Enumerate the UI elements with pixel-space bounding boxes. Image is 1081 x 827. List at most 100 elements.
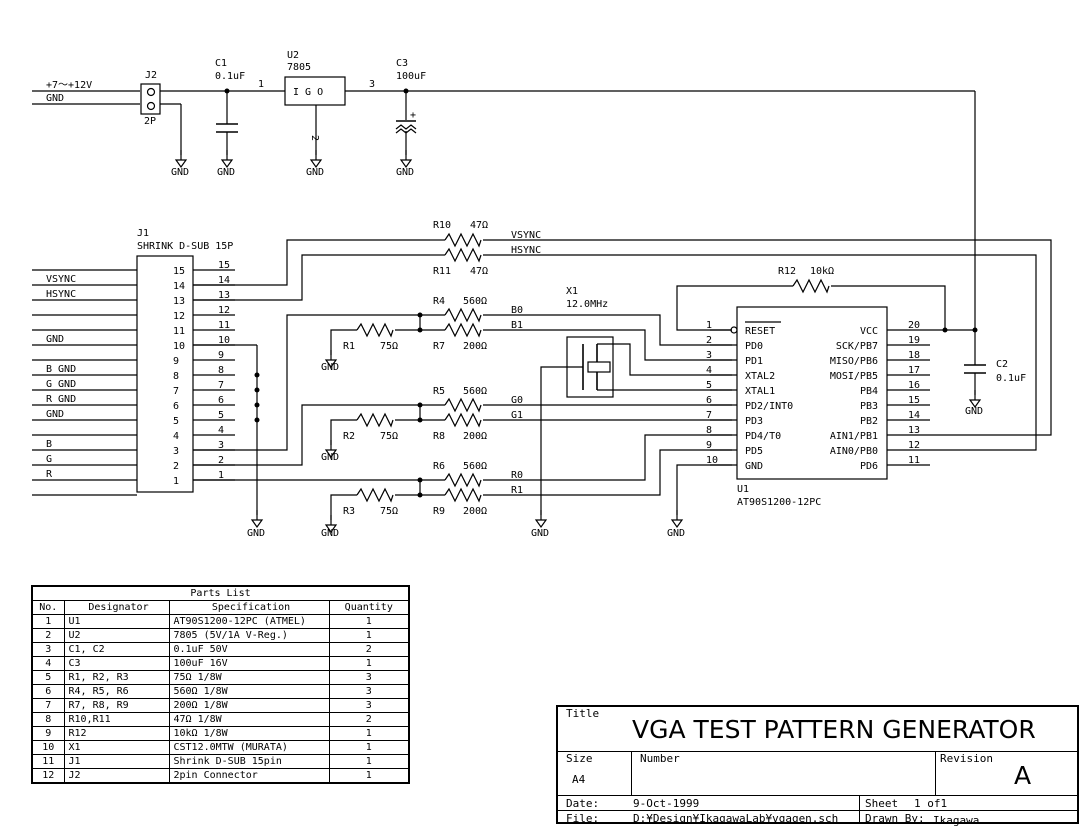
svg-text:75Ω: 75Ω [380, 506, 398, 517]
svg-text:GND: GND [667, 528, 685, 539]
svg-text:200Ω: 200Ω [463, 341, 487, 352]
u1-pin-name: PD5 [745, 446, 763, 457]
svg-text:C3: C3 [396, 58, 408, 69]
j1-connector: J1 SHRINK D-SUB 15P 15151414131312121111… [136, 228, 235, 493]
svg-text:47Ω: 47Ω [470, 220, 488, 231]
revision-label: Revision [940, 752, 993, 765]
title-block: Title VGA TEST PATTERN GENERATOR Size A4… [556, 705, 1079, 827]
j1-pin-number: 2 [173, 461, 179, 472]
u1-pin-name: XTAL2 [745, 371, 775, 382]
svg-text:560Ω: 560Ω [463, 296, 487, 307]
svg-text:1: 1 [258, 79, 264, 90]
j1-pin-label: 5 [218, 410, 224, 421]
parts-list-title: Parts List [31, 585, 410, 601]
u1-pin-number: 2 [706, 335, 712, 346]
parts-list-cell: U1 [63, 614, 170, 629]
j1-pin-number: 10 [173, 341, 185, 352]
drawn-by-label: Drawn By: [865, 812, 925, 825]
u1-pin-name: VCC [860, 326, 878, 337]
parts-list-cell: R10,R11 [63, 712, 170, 727]
parts-list-cell: 2 [328, 712, 410, 727]
svg-text:R3: R3 [343, 506, 355, 517]
j1-signal-label: VSYNC [46, 274, 76, 285]
u1-pin-number: 19 [908, 335, 920, 346]
u1-pin-number: 4 [706, 365, 712, 376]
j1-pin-number: 4 [173, 431, 179, 442]
parts-list-cell: J2 [63, 768, 170, 784]
file-value: D:¥Design¥IkagawaLab¥vgagen.sch [633, 812, 839, 825]
u1-pin-name: PB3 [860, 401, 878, 412]
svg-text:200Ω: 200Ω [463, 506, 487, 517]
svg-text:560Ω: 560Ω [463, 461, 487, 472]
parts-list-cell: 3 [328, 684, 410, 699]
c1-capacitor: C1 0.1uF GND [215, 58, 245, 178]
green-dac: R5 560Ω R8 200Ω R2 75Ω GND G0 G1 [193, 386, 732, 466]
j1-pin-number: 15 [173, 266, 185, 277]
j1-signal-label: B [46, 439, 52, 450]
j1-pin-number: 9 [173, 356, 179, 367]
u1-pin-number: 17 [908, 365, 920, 376]
parts-list-cell: 1 [328, 754, 410, 769]
parts-list-cell: 7805 (5V/1A V-Reg.) [168, 628, 330, 643]
svg-text:U2: U2 [287, 50, 299, 61]
u1-pin-number: 7 [706, 410, 712, 421]
j1-pin-number: 1 [173, 476, 179, 487]
parts-list-cell: R4, R5, R6 [63, 684, 170, 699]
svg-text:G0: G0 [511, 395, 523, 406]
u1-pin-name: PD3 [745, 416, 763, 427]
parts-list-cell: 75Ω 1/8W [168, 670, 330, 685]
svg-text:J1: J1 [137, 228, 149, 239]
j1-signal-label: G [46, 454, 52, 465]
j1-pin-number: 11 [173, 326, 185, 337]
j1-pin-label: 3 [218, 440, 224, 451]
u1-pin-number: 15 [908, 395, 920, 406]
j1-pin-number: 5 [173, 416, 179, 427]
svg-text:GND: GND [321, 528, 339, 539]
parts-list-cell: 100uF 16V [168, 656, 330, 671]
file-label: File: [566, 812, 600, 825]
red-dac: R6 560Ω R9 200Ω R3 75Ω GND R0 R1 [193, 434, 732, 539]
parts-list-header: Designator [63, 600, 170, 615]
parts-list-cell: 1 [31, 614, 65, 629]
svg-text:75Ω: 75Ω [380, 431, 398, 442]
parts-list-cell: 1 [328, 614, 410, 629]
j1-pin-number: 14 [173, 281, 185, 292]
parts-list-header: Quantity [328, 600, 410, 615]
svg-text:+: + [410, 110, 416, 121]
parts-list-cell: X1 [63, 740, 170, 755]
parts-list-cell: 2pin Connector [168, 768, 330, 784]
u1-pin-number: 11 [908, 455, 920, 466]
svg-text:R10: R10 [433, 220, 451, 231]
svg-text:47Ω: 47Ω [470, 266, 488, 277]
date-value: 9-Oct-1999 [633, 797, 700, 810]
drawing-title: VGA TEST PATTERN GENERATOR [632, 715, 1036, 744]
size-label: Size [566, 752, 593, 765]
parts-list-cell: 2 [328, 642, 410, 657]
u1-pin-name: GND [745, 461, 763, 472]
u1-pin-number: 12 [908, 440, 920, 451]
u1-pin-name: PB4 [860, 386, 878, 397]
j1-signal-label: B GND [46, 364, 76, 375]
parts-list-cell: R1, R2, R3 [63, 670, 170, 685]
svg-text:B0: B0 [511, 305, 523, 316]
j1-pin-label: 15 [218, 260, 230, 271]
svg-text:R12: R12 [778, 266, 796, 277]
parts-list-cell: 1 [328, 628, 410, 643]
u1-pin-name: AIN1/PB1 [830, 431, 878, 442]
svg-text:GND: GND [531, 528, 549, 539]
svg-text:AT90S1200-12PC: AT90S1200-12PC [737, 497, 821, 508]
j1-pin-number: 3 [173, 446, 179, 457]
vsync-net-label: VSYNC [511, 230, 541, 241]
j1-pin-label: 1 [218, 470, 224, 481]
parts-list-cell: 2 [31, 628, 65, 643]
svg-text:75Ω: 75Ω [380, 341, 398, 352]
svg-text:GND: GND [321, 362, 339, 373]
u1-pin-name: PD2/INT0 [745, 401, 793, 412]
u1-pin-name: XTAL1 [745, 386, 775, 397]
parts-list-cell: 5 [31, 670, 65, 685]
